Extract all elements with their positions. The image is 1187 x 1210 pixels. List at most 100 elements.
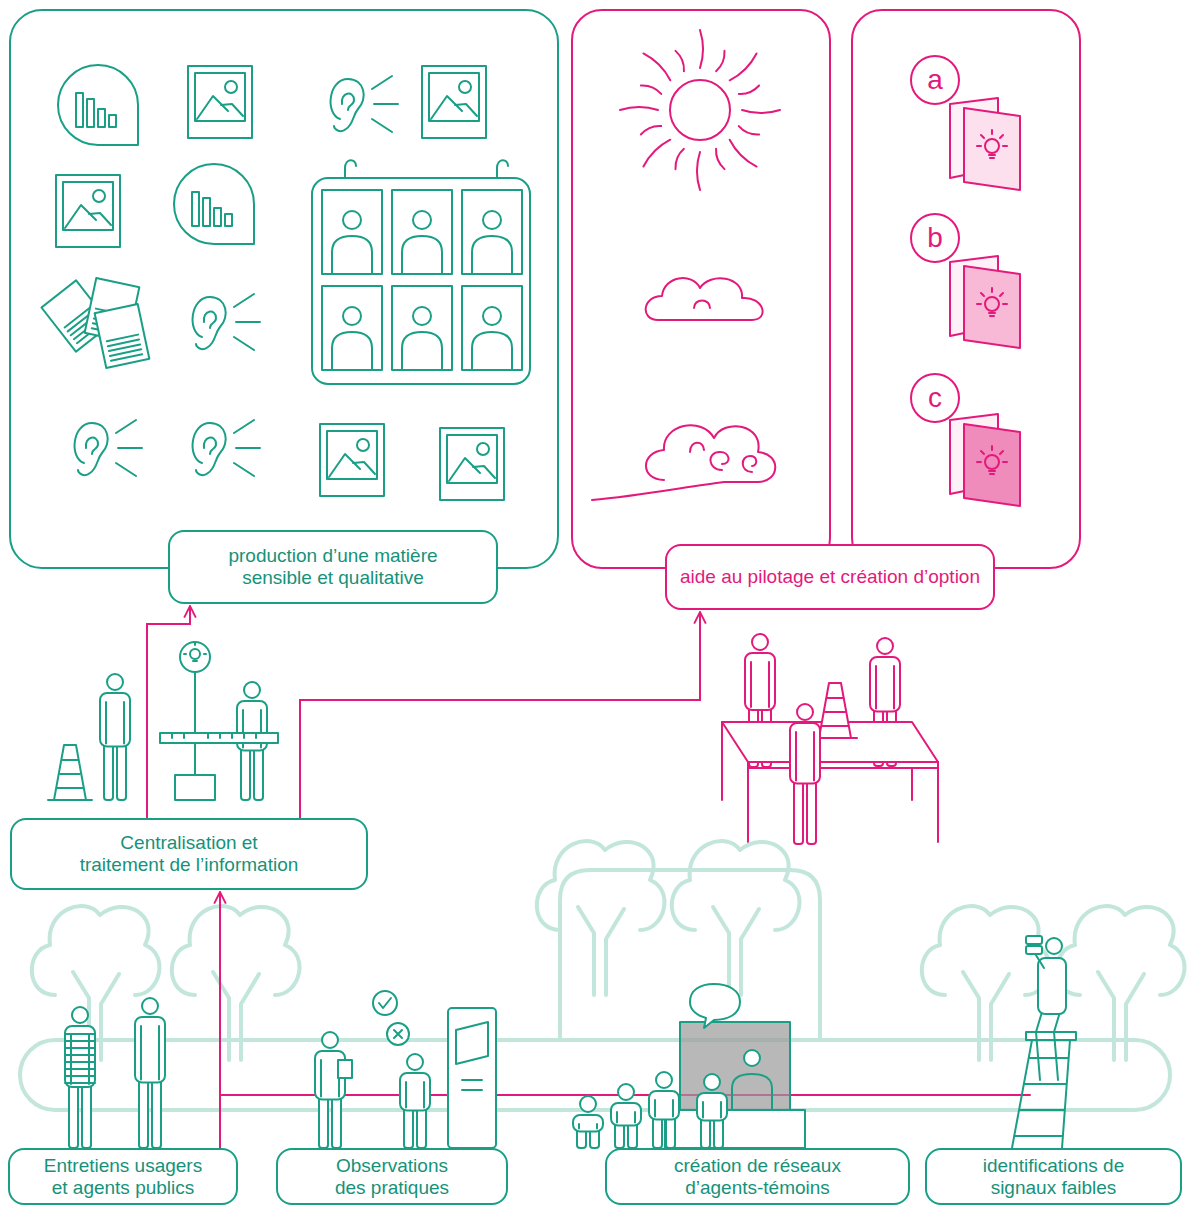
node-label: création de réseaux d’agents-témoins	[619, 1155, 896, 1199]
portrait-head	[413, 211, 431, 229]
ear-outline	[193, 297, 226, 349]
tree-trunk	[963, 972, 1009, 1060]
cloud-swirl	[690, 443, 756, 472]
photo-frame	[440, 428, 504, 500]
sun-ray	[620, 107, 658, 110]
watcher-legs	[1036, 1012, 1060, 1080]
option-circle: b	[910, 213, 960, 263]
label-pill: Entretiens usagers et agents publics	[8, 1148, 238, 1205]
label-pill: Observations des pratiques	[276, 1148, 508, 1205]
person-torso	[65, 1026, 95, 1087]
chart-bar	[192, 192, 199, 226]
person-leg	[241, 745, 250, 801]
field-scenes	[65, 936, 1076, 1148]
table-leg	[722, 722, 938, 842]
node-label: Observations des pratiques	[290, 1155, 494, 1199]
chart-bar	[98, 109, 105, 127]
portrait-cell	[392, 286, 452, 370]
counter-desk	[665, 1110, 805, 1148]
portrait-cell	[392, 190, 452, 274]
sun-ray	[742, 110, 780, 113]
shirt-stripe	[65, 1068, 95, 1070]
sun-ray	[716, 51, 724, 71]
portrait-cell	[462, 286, 522, 370]
shirt-stripe	[65, 1040, 95, 1042]
person-figure	[611, 1084, 641, 1148]
paper	[95, 304, 150, 368]
photo-inner	[429, 73, 479, 121]
tree-canopy	[537, 841, 665, 930]
table-edge	[748, 762, 938, 768]
tree-canopy	[32, 906, 160, 995]
person-figure	[315, 1032, 345, 1148]
flow-arrow	[219, 892, 221, 1148]
portrait-board	[312, 178, 530, 384]
bulb	[985, 455, 999, 469]
person-torso	[400, 1073, 430, 1111]
cross-bubble	[387, 1023, 409, 1045]
chart-bubble	[174, 164, 254, 244]
label-pill: identifications de signaux faibles	[925, 1148, 1182, 1205]
panel-outline	[852, 10, 1080, 568]
ruler-ticks	[172, 733, 256, 738]
person-figure	[135, 998, 165, 1148]
person-head	[142, 998, 158, 1014]
centralisation-scene	[48, 642, 278, 800]
paper-line	[111, 354, 142, 361]
photo-frame	[320, 424, 384, 496]
person-leg	[794, 778, 803, 845]
meeting-scene	[722, 634, 938, 844]
person-arm	[655, 1100, 673, 1117]
chart-bar	[225, 214, 232, 226]
kiosk	[448, 1008, 496, 1148]
chart-bar	[109, 115, 116, 127]
sun-ray	[739, 126, 759, 134]
ear-outline	[193, 423, 226, 475]
tree-canopy	[1057, 906, 1185, 995]
ear-inner	[342, 94, 354, 110]
ear-outline	[75, 423, 108, 475]
person-head	[797, 704, 813, 720]
speech-bubble	[690, 984, 740, 1028]
label-pill: production d’une matière sensible et qua…	[168, 530, 498, 604]
mountain	[431, 96, 477, 119]
person-leg	[152, 1077, 161, 1149]
booklet-front	[964, 108, 1020, 190]
person-arm	[876, 666, 894, 709]
sun-disc	[670, 80, 730, 140]
person-leg	[807, 778, 816, 845]
portrait-body	[472, 236, 512, 274]
paper-sheet	[95, 304, 150, 368]
person-arm	[321, 1060, 339, 1097]
photo-inner	[63, 182, 113, 230]
bulb-rays	[977, 446, 1007, 474]
binoculars	[1026, 936, 1042, 944]
person-head	[407, 1054, 423, 1070]
person-figure	[697, 1074, 727, 1148]
person-figure	[100, 674, 130, 800]
ladder	[1012, 1040, 1070, 1148]
portrait-body	[402, 332, 442, 370]
node-label: a	[927, 66, 943, 94]
person-arm	[796, 732, 814, 781]
sound-lines	[234, 294, 260, 350]
sign-base	[175, 775, 215, 800]
tree-trunk	[1098, 972, 1144, 1060]
chart-bar	[76, 93, 83, 127]
ear-outline	[331, 79, 364, 131]
person-arm	[106, 702, 124, 744]
shirt-stripe	[65, 1054, 95, 1056]
sun-ray	[641, 126, 661, 134]
tree-canopy	[922, 906, 1050, 995]
sound-lines	[116, 420, 142, 476]
photo-inner	[327, 431, 377, 479]
node-label: Entretiens usagers et agents publics	[22, 1155, 224, 1199]
person-leg	[104, 741, 113, 801]
tree-trunk	[578, 907, 624, 995]
portrait-body	[402, 236, 442, 274]
bulb-rays	[184, 643, 206, 661]
tree-canopy	[172, 906, 300, 995]
watcher-head	[1046, 938, 1062, 954]
person-leg	[332, 1094, 341, 1149]
